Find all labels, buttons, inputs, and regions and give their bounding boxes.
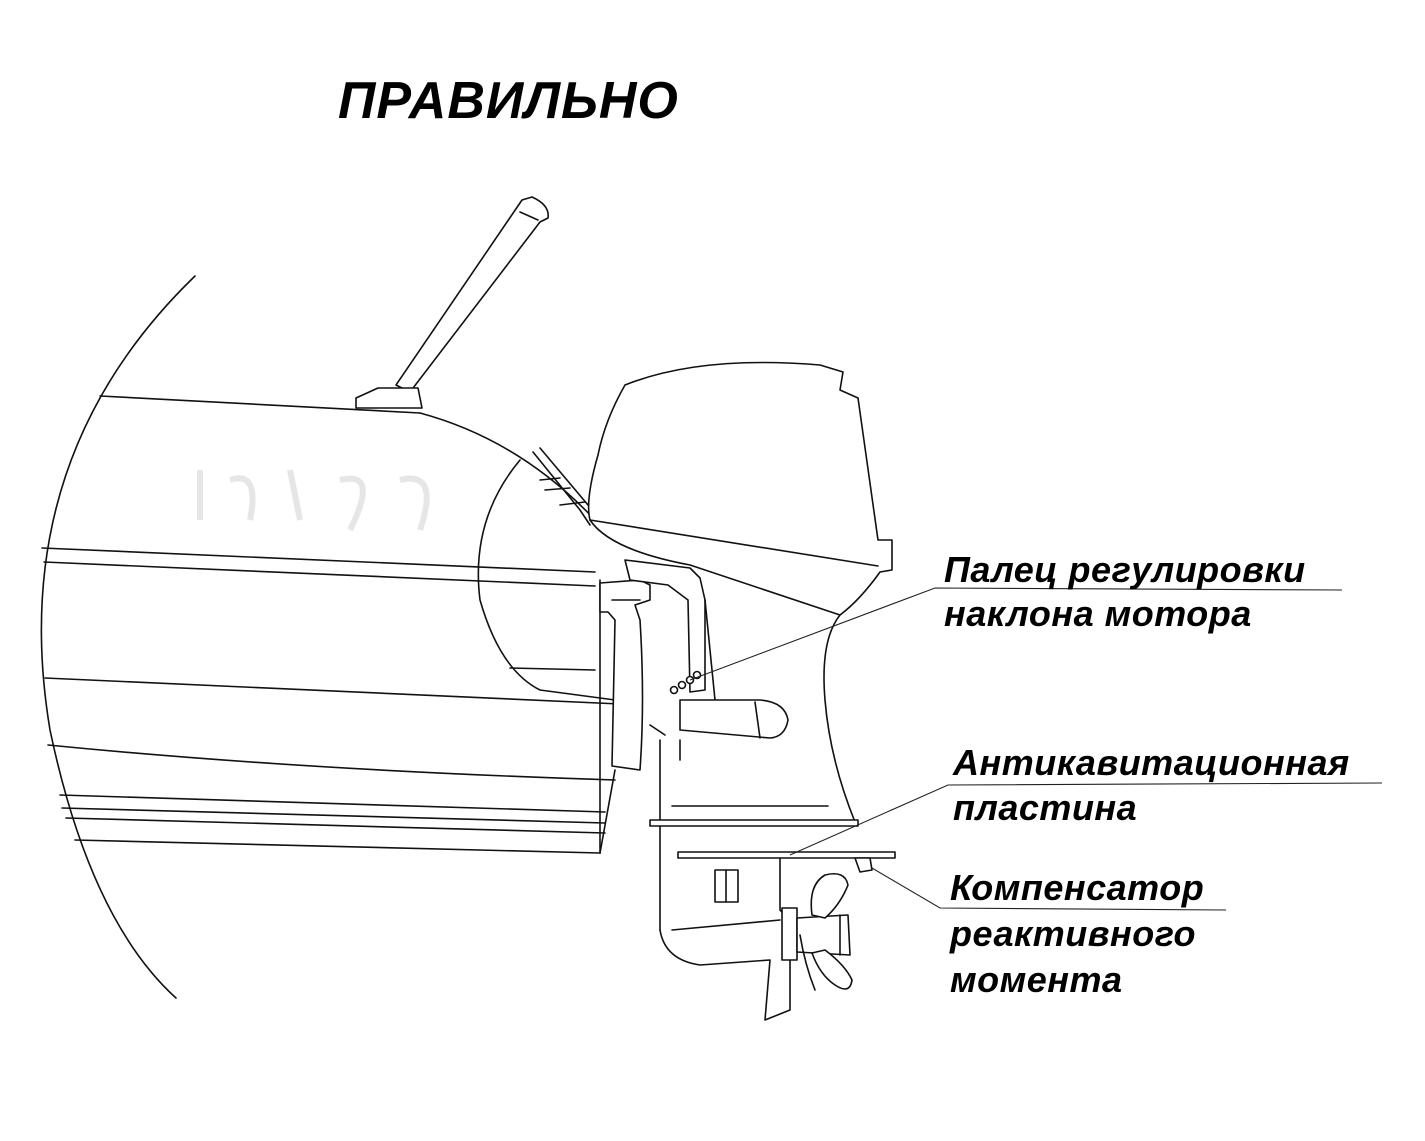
diagram-title: ПРАВИЛЬНО — [338, 72, 679, 130]
transom — [599, 579, 616, 854]
callout-trim-tab: Компенсатор реактивного момента — [871, 867, 1227, 1000]
tiller-bracket — [532, 447, 591, 526]
callout-anti-cavitation-line2: пластина — [953, 787, 1137, 828]
callout-trim-pin-line1: Палец регулировки — [944, 549, 1306, 590]
clamp-bracket — [599, 559, 706, 771]
trim-tab — [854, 857, 873, 873]
callout-anti-cavitation-line1: Антикавитационная — [952, 742, 1350, 783]
callout-trim-tab-line3: момента — [950, 959, 1123, 1000]
trim-pin-holes — [669, 670, 702, 695]
callout-trim-tab-line1: Компенсатор — [950, 867, 1204, 908]
callout-trim-pin: Палец регулировки наклона мотора — [689, 549, 1343, 681]
gearcase — [659, 857, 791, 1021]
steering-arm — [679, 699, 789, 739]
ghost-logo — [197, 469, 430, 532]
grab-handle — [355, 196, 549, 409]
anti-cavitation-plate — [649, 805, 896, 859]
propeller — [781, 872, 853, 991]
callout-anti-cavitation-plate: Антикавитационная пластина — [789, 742, 1383, 856]
view-circle-arc — [40, 275, 196, 999]
callout-trim-pin-line2: наклона мотора — [944, 593, 1252, 634]
engine-cowling — [587, 361, 893, 616]
callout-trim-tab-line2: реактивного — [949, 913, 1196, 954]
motor-leg — [649, 599, 856, 931]
boat-tube — [41, 395, 621, 854]
